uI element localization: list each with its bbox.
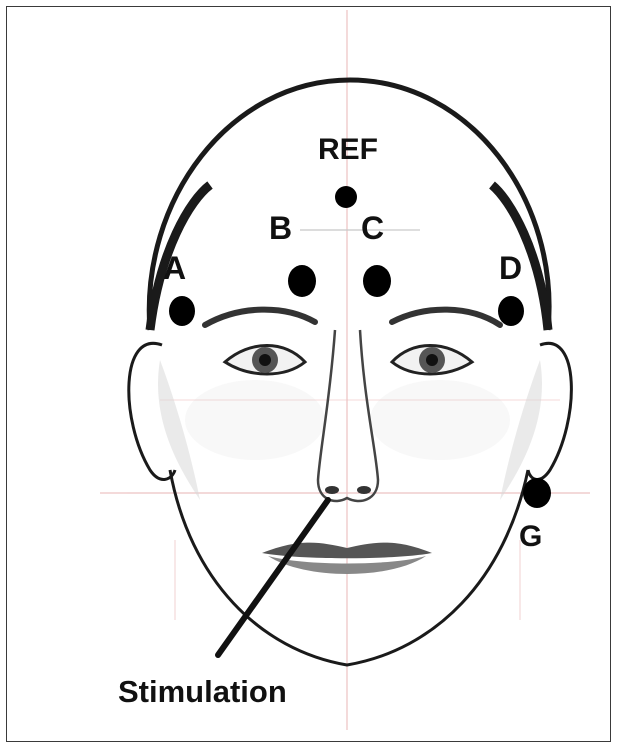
electrode-a <box>169 296 195 326</box>
nostril-left <box>325 486 339 494</box>
label-ref: REF <box>318 135 378 165</box>
label-stimulation: Stimulation <box>118 676 287 707</box>
guide-lines <box>100 10 590 730</box>
electrode-d <box>498 296 524 326</box>
electrode-c <box>363 265 391 297</box>
stimulation-pointer-line <box>218 500 328 655</box>
electrode-ref <box>335 186 357 208</box>
label-a: A <box>163 252 186 284</box>
face-shading <box>158 360 542 500</box>
label-b: B <box>269 212 292 244</box>
label-c: C <box>361 212 384 244</box>
label-d: D <box>499 252 522 284</box>
electrode-b <box>288 265 316 297</box>
electrode-g <box>523 478 551 508</box>
left-eye <box>225 346 305 375</box>
left-eyebrow <box>205 310 315 325</box>
nostril-right <box>357 486 371 494</box>
right-eyebrow <box>392 310 500 325</box>
nose <box>318 330 378 501</box>
label-g: G <box>519 522 542 552</box>
right-eye <box>392 346 472 375</box>
